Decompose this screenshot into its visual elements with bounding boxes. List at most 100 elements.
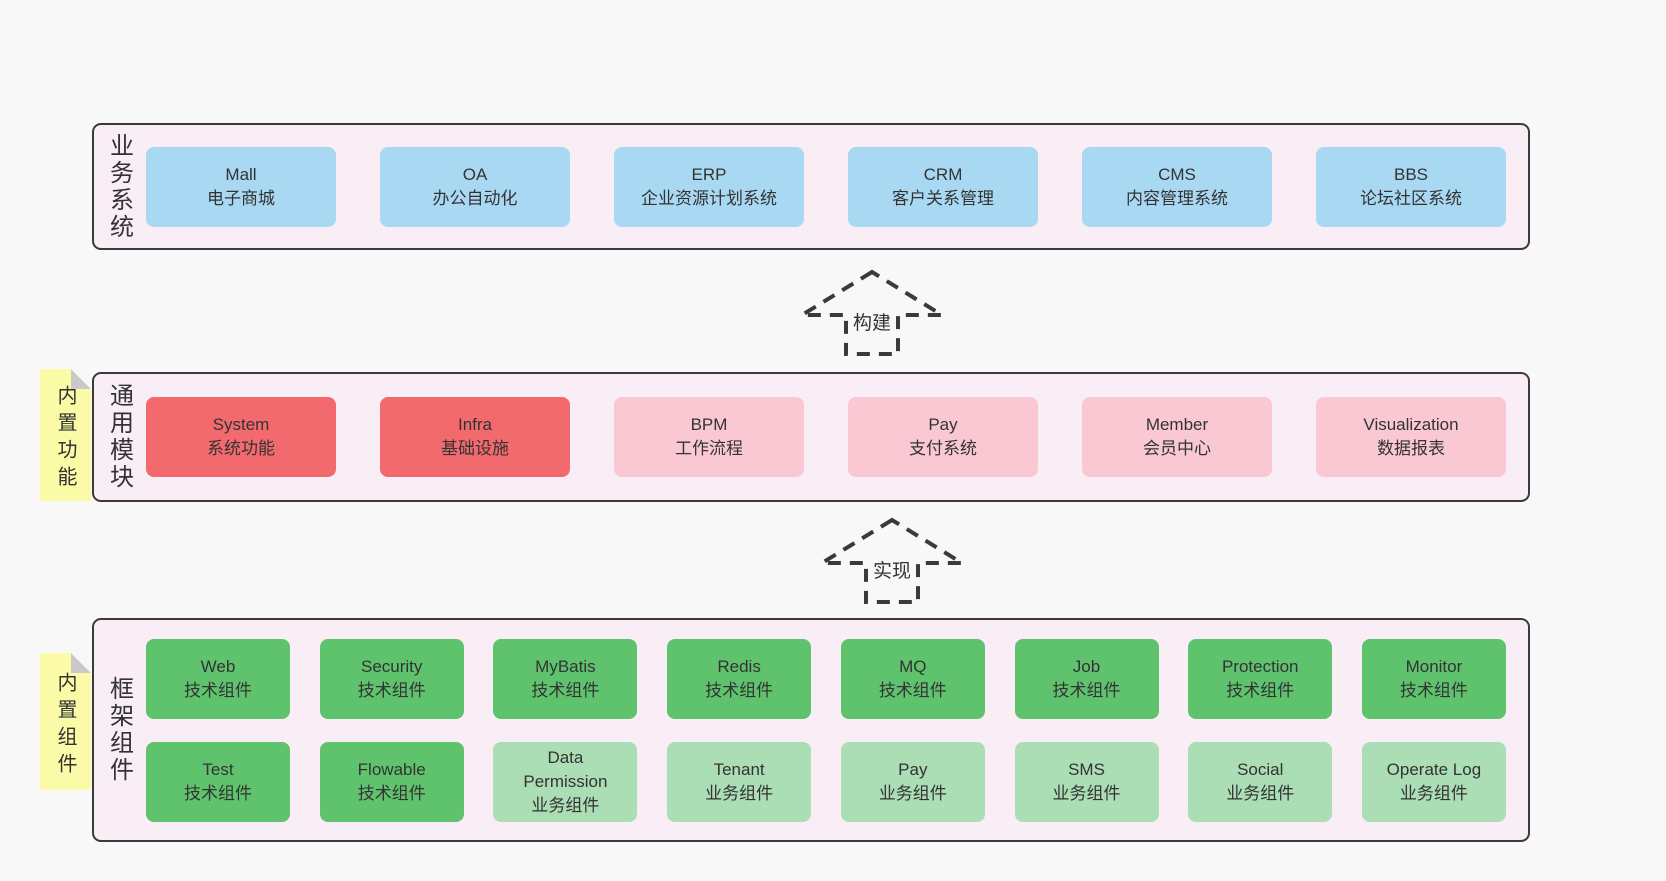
box-oa: OA 办公自动化 xyxy=(380,146,570,227)
box-title: System xyxy=(212,415,270,434)
box-subtitle: 技术组件 xyxy=(878,680,947,700)
box-subtitle: 技术组件 xyxy=(531,680,600,700)
box-title: Member xyxy=(1145,415,1209,434)
box-title: SMS xyxy=(1068,759,1105,779)
box-title: CMS xyxy=(1158,164,1196,184)
box-flowable: Flowable 技术组件 xyxy=(319,741,464,822)
box-subtitle: 技术组件 xyxy=(184,680,252,700)
box-member: Member 会员中心 xyxy=(1082,397,1272,477)
box-title: Operate Log xyxy=(1386,759,1482,779)
box-subtitle: 系统功能 xyxy=(207,439,275,458)
box-subtitle: 会员中心 xyxy=(1143,439,1211,458)
box-title: Mall xyxy=(225,164,257,184)
box-subtitle: 技术组件 xyxy=(1052,680,1121,700)
band-label-framework-components: 框架组件 xyxy=(105,676,133,784)
box-sms: SMS 业务组件 xyxy=(1014,741,1159,822)
box-subtitle: 业务组件 xyxy=(531,795,600,815)
box-title: MyBatis xyxy=(535,656,596,676)
box-visualization: Visualization 数据报表 xyxy=(1316,397,1506,477)
box-pay: Pay 支付系统 xyxy=(848,397,1038,477)
box-subtitle: 论坛社区系统 xyxy=(1360,188,1462,208)
box-subtitle: 技术组件 xyxy=(184,783,252,803)
box-system: System 系统功能 xyxy=(146,397,336,477)
box-subtitle: 技术组件 xyxy=(1399,680,1468,700)
sticky-note-label: 内置组件 xyxy=(54,671,76,780)
box-social: Social 业务组件 xyxy=(1188,741,1333,822)
box-title: Tenant xyxy=(713,759,765,779)
box-subtitle: 数据报表 xyxy=(1377,439,1445,458)
box-test: Test 技术组件 xyxy=(146,741,290,822)
box-subtitle: 业务组件 xyxy=(878,783,947,803)
box-subtitle: 技术组件 xyxy=(357,680,426,700)
sticky-note-built-in-components: 内置组件 xyxy=(40,653,91,790)
box-monitor: Monitor 技术组件 xyxy=(1361,638,1506,719)
box-protection: Protection 技术组件 xyxy=(1188,638,1333,719)
box-subtitle: 技术组件 xyxy=(1226,680,1295,700)
box-erp: ERP 企业资源计划系统 xyxy=(614,146,804,227)
box-title: OA xyxy=(462,164,488,184)
box-crm: CRM 客户关系管理 xyxy=(848,146,1038,227)
up-arrow-icon xyxy=(794,269,950,356)
band-business-systems: 业务系统 Mall 电子商城 OA 办公自动化 ERP 企业资源计划系统 CRM 客户关系管理… xyxy=(92,123,1530,250)
arrow-implement: 实现 xyxy=(814,516,970,606)
box-subtitle: 客户关系管理 xyxy=(892,188,994,208)
arrow-build-label: 构建 xyxy=(849,307,895,336)
box-title: Protection xyxy=(1221,656,1299,676)
box-subtitle: 办公自动化 xyxy=(432,188,518,208)
box-title: Pay xyxy=(898,759,928,779)
box-security: Security 技术组件 xyxy=(319,638,464,719)
box-subtitle: 业务组件 xyxy=(705,783,774,803)
box-bbs: BBS 论坛社区系统 xyxy=(1316,146,1506,227)
box-title: BBS xyxy=(1393,164,1429,184)
box-subtitle: 技术组件 xyxy=(357,783,426,803)
box-title: Flowable xyxy=(357,759,426,779)
box-title: Pay xyxy=(928,415,958,434)
band-label-business-systems: 业务系统 xyxy=(105,132,133,241)
box-title: Monitor xyxy=(1405,656,1463,676)
sticky-note-built-in-features: 内置功能 xyxy=(40,369,91,501)
box-subtitle: 技术组件 xyxy=(705,680,774,700)
box-title: ERP xyxy=(691,164,727,184)
box-tenant: Tenant 业务组件 xyxy=(667,741,812,822)
box-title: BPM xyxy=(690,415,728,434)
up-arrow-icon xyxy=(814,517,970,604)
box-pay: Pay 业务组件 xyxy=(840,741,985,822)
box-web: Web 技术组件 xyxy=(146,638,290,719)
box-subtitle: 业务组件 xyxy=(1052,783,1121,803)
box-subtitle: 企业资源计划系统 xyxy=(641,188,777,208)
box-title: Web xyxy=(200,656,236,676)
box-title: Data Permission xyxy=(523,747,608,791)
box-subtitle: 业务组件 xyxy=(1226,783,1295,803)
arrow-implement-label: 实现 xyxy=(869,555,915,584)
box-title: Security xyxy=(360,656,423,676)
box-data-permission: Data Permission 业务组件 xyxy=(493,741,638,822)
box-subtitle: 支付系统 xyxy=(909,439,977,458)
box-title: Social xyxy=(1237,759,1284,779)
arrow-build: 构建 xyxy=(794,268,950,358)
box-title: Test xyxy=(202,759,234,779)
box-title: Visualization xyxy=(1363,415,1459,434)
box-mall: Mall 电子商城 xyxy=(146,146,336,227)
band-label-common-modules: 通用模块 xyxy=(105,383,133,491)
box-subtitle: 基础设施 xyxy=(441,439,509,458)
box-mq: MQ 技术组件 xyxy=(840,638,985,719)
box-title: MQ xyxy=(899,656,927,676)
box-job: Job 技术组件 xyxy=(1014,638,1159,719)
box-title: CRM xyxy=(923,164,963,184)
box-title: Job xyxy=(1072,656,1101,676)
box-subtitle: 电子商城 xyxy=(207,188,275,208)
